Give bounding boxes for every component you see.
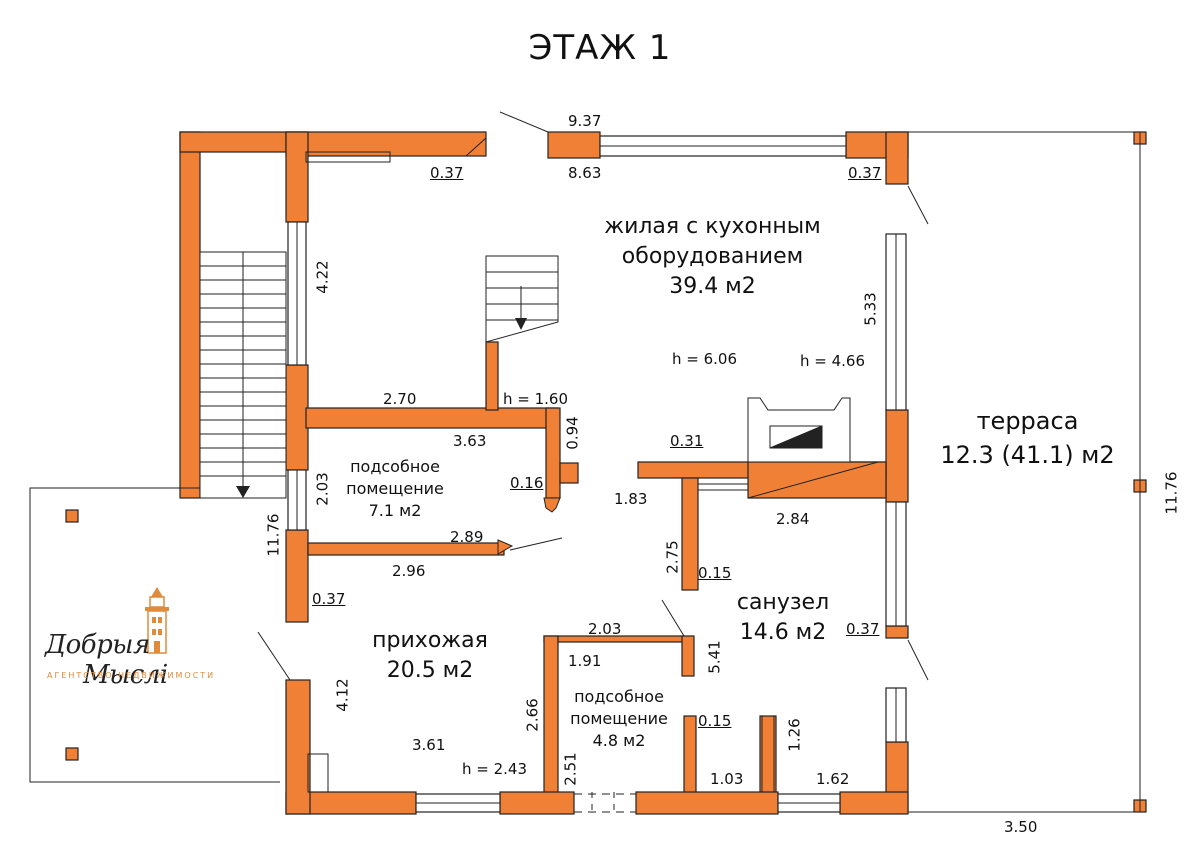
dim-0-37-a: 0.37 — [430, 164, 464, 182]
room-utility2-line2: помещение — [570, 709, 668, 728]
dim-2-70: 2.70 — [383, 390, 417, 408]
room-utility2-line1: подсобное — [574, 687, 664, 706]
dim-0-37-c: 0.37 — [312, 590, 346, 608]
height-living-1: h = 6.06 — [672, 350, 738, 368]
dim-1-26: 1.26 — [785, 718, 804, 752]
room-living-line2: оборудованием — [621, 244, 804, 269]
wall-inner-1 — [305, 407, 559, 429]
logo-name-left: Добрыя — [45, 630, 150, 660]
logo-name-right: Мыслi — [83, 660, 168, 690]
wall-stair-post — [485, 341, 499, 411]
dim-4-12: 4.12 — [333, 678, 352, 712]
dim-2-89: 2.89 — [450, 528, 484, 546]
height-stair: h = 1.60 — [503, 390, 569, 408]
room-terrace-name: терраса — [976, 407, 1079, 435]
dim-11-76-a: 11.76 — [264, 513, 283, 557]
porch-post — [65, 509, 79, 523]
dim-2-03-a: 2.03 — [313, 472, 332, 506]
dim-1-62: 1.62 — [816, 770, 850, 788]
small-stair-arrow-icon — [515, 318, 527, 330]
dim-3-50: 3.50 — [1004, 818, 1038, 836]
dim-2-96: 2.96 — [392, 562, 426, 580]
room-bathroom: санузел 14.6 м2 — [718, 588, 848, 648]
room-living-area: 39.4 м2 — [669, 274, 756, 299]
room-bathroom-name: санузел — [736, 590, 830, 615]
dim-2-75: 2.75 — [663, 540, 682, 574]
staircase-small — [485, 255, 559, 343]
wall-stair-left — [179, 131, 201, 499]
dim-2-84: 2.84 — [776, 510, 810, 528]
dim-2-51: 2.51 — [561, 752, 580, 786]
dim-3-61: 3.61 — [412, 736, 446, 754]
stair-arrow-icon — [236, 486, 250, 498]
height-living-2: h = 4.66 — [800, 352, 866, 370]
room-utility2: подсобное помещение 4.8 м2 — [554, 686, 684, 752]
dim-0-15-b: 0.15 — [698, 712, 732, 730]
wall-inner-2 — [545, 407, 561, 499]
room-hallway-name: прихожая — [372, 628, 488, 653]
wall-left-upper — [285, 131, 309, 223]
room-utility1-line1: подсобное — [350, 457, 440, 476]
room-utility1-area: 7.1 м2 — [368, 501, 422, 520]
wall-left-mid — [285, 364, 309, 471]
room-hallway: прихожая 20.5 м2 — [350, 626, 510, 686]
dim-1-83: 1.83 — [614, 490, 648, 508]
logo-name: Добрыя Мыслi — [45, 630, 260, 690]
floor-title: ЭТАЖ 1 — [528, 28, 672, 68]
dim-2-66: 2.66 — [523, 698, 542, 732]
wall-bath-left — [681, 477, 699, 591]
room-hallway-area: 20.5 м2 — [386, 658, 474, 683]
dim-3-63: 3.63 — [453, 432, 487, 450]
wall-left-lower — [285, 529, 309, 623]
dim-8-63: 8.63 — [568, 164, 602, 182]
dim-11-76-b: 11.76 — [1162, 471, 1181, 515]
room-bathroom-area: 14.6 м2 — [739, 620, 827, 645]
dim-0-16: 0.16 — [510, 474, 544, 492]
dim-0-94: 0.94 — [563, 416, 582, 450]
room-terrace-area: 12.3 (41.1) м2 — [940, 441, 1115, 469]
wall-right-top — [885, 131, 909, 185]
room-utility1: подсобное помещение 7.1 м2 — [325, 456, 465, 522]
wall-bottom-right — [839, 791, 909, 815]
height-hall: h = 2.43 — [462, 760, 528, 778]
dim-0-37-b: 0.37 — [848, 164, 882, 182]
dim-1-91: 1.91 — [568, 652, 602, 670]
wall-stub — [559, 462, 579, 484]
wall-right-mid — [885, 409, 909, 503]
agency-logo: Добрыя Мыслi АГЕНТСТВО НЕДВИЖИМОСТИ — [45, 585, 260, 690]
dim-0-15-a: 0.15 — [698, 564, 732, 582]
room-living: жилая с кухонным оборудованием 39.4 м2 — [585, 212, 840, 302]
logo-subtitle: АГЕНТСТВО НЕДВИЖИМОСТИ — [47, 671, 216, 680]
room-terrace: терраса 12.3 (41.1) м2 — [915, 404, 1140, 472]
room-utility1-line2: помещение — [346, 479, 444, 498]
tower-icon — [145, 587, 169, 654]
dim-2-03-b: 2.03 — [588, 620, 622, 638]
room-utility2-area: 4.8 м2 — [592, 731, 646, 750]
wall-bottom-mid — [499, 791, 575, 815]
wall-bath-div — [683, 715, 697, 795]
wall-top-mid — [547, 131, 601, 159]
porch-post — [65, 747, 79, 761]
dim-9-37: 9.37 — [568, 112, 602, 130]
room-living-line1: жилая с кухонным — [604, 214, 821, 239]
dim-4-22: 4.22 — [313, 260, 332, 294]
wall-left-bottom — [285, 679, 311, 815]
dim-5-41: 5.41 — [705, 640, 724, 674]
wall-bottom-mid2 — [635, 791, 779, 815]
dim-1-03: 1.03 — [710, 770, 744, 788]
wall-util-right — [681, 635, 695, 677]
dim-0-31: 0.31 — [670, 432, 704, 450]
wall-right-low — [885, 625, 909, 639]
dim-5-33: 5.33 — [861, 292, 880, 326]
dim-0-37-d: 0.37 — [846, 620, 880, 638]
